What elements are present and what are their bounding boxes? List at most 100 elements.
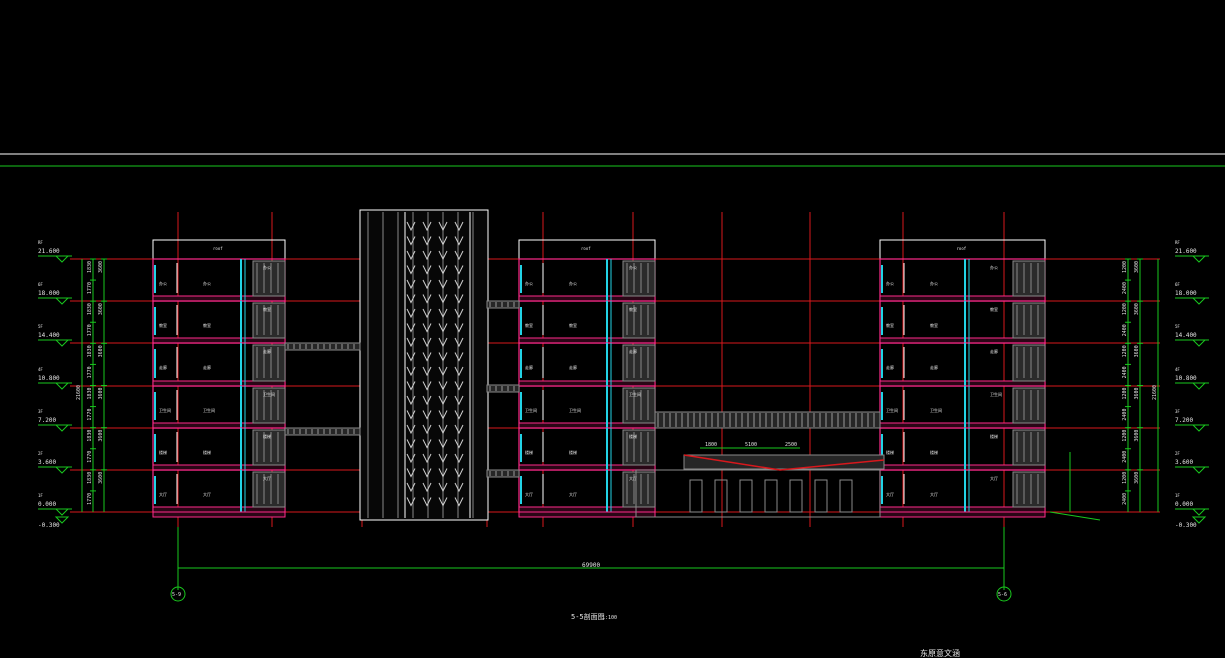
dim-chain-right-a-text: 2400: [1122, 324, 1128, 336]
room-label: 走廊: [159, 364, 167, 370]
room-label: 办公: [990, 264, 998, 270]
dim-chain-right-b-text: 3600: [1134, 303, 1140, 315]
dim-chain-left-a-text: 1830: [87, 261, 93, 273]
elev-triangle: [1191, 508, 1207, 516]
room-label: 走廊: [569, 364, 577, 370]
room-label: 走廊: [203, 364, 211, 370]
elev-value: 3.600: [38, 459, 56, 466]
dim-chain-right-a-text: 2400: [1122, 409, 1128, 421]
elev-triangle: [1191, 339, 1207, 347]
tower-glass-mark: [454, 453, 464, 464]
podium-bay: [789, 479, 803, 513]
tower-glass-mark: [454, 381, 464, 391]
podium-bay: [839, 479, 853, 513]
stair-core: [252, 429, 286, 466]
floor-slab: [879, 295, 1046, 302]
stair-core: [622, 387, 656, 424]
tower-glass-mark: [422, 497, 432, 507]
room-label: 楼梯: [990, 433, 998, 439]
tower-glass-mark: [406, 308, 416, 319]
tower-glass-mark: [422, 424, 432, 435]
tower-glass-mark: [438, 323, 448, 333]
tower-glass-mark: [438, 424, 448, 435]
stair-core: [252, 387, 286, 424]
roof-label: roof: [213, 246, 223, 251]
room-label: 办公: [159, 280, 167, 286]
tower-glass-mark: [454, 482, 464, 493]
room-label: 教室: [263, 306, 271, 312]
tower-glass-mark: [438, 308, 448, 319]
floor-slab: [879, 380, 1046, 387]
tower-glass-mark: [422, 279, 432, 290]
tower-glass-mark: [454, 221, 464, 232]
room-label: 办公: [629, 264, 637, 270]
tower-glass-mark: [454, 439, 464, 449]
tower-glass-mark: [422, 453, 432, 464]
room-label: 卫生间: [886, 407, 898, 413]
room-label: 楼梯: [263, 433, 271, 439]
elev-floor: 4F: [1175, 367, 1180, 372]
stair-core: [622, 429, 656, 466]
tower-glass-mark: [438, 352, 448, 362]
room-label: 大厅: [886, 491, 894, 497]
bridge: [486, 300, 520, 309]
roof-label: roof: [957, 246, 967, 251]
floor-slab: [518, 295, 656, 302]
podium-ramp: [683, 454, 885, 470]
floor-slab: [152, 337, 286, 344]
section-title: 5-5剖面图: [571, 612, 605, 621]
room-label: 卫生间: [525, 407, 537, 413]
tower-glass-mark: [454, 410, 464, 420]
room-label: 教室: [525, 322, 533, 328]
tower-glass-mark: [438, 236, 448, 246]
elev-floor: RF: [1175, 240, 1180, 245]
dim-chain-right-a-text: 2400: [1122, 493, 1128, 505]
room-label: 教室: [886, 322, 894, 328]
center-dim-label: 1800: [705, 442, 717, 448]
floor-slab: [152, 422, 286, 429]
room-label: 大厅: [629, 475, 637, 481]
section-scale: 1:100: [602, 615, 617, 621]
dim-chain-left-a-text: 1830: [87, 387, 93, 399]
axis-bubble-right-label: 5-6: [998, 592, 1007, 598]
room-label: 卫生间: [159, 407, 171, 413]
bridge: [486, 384, 520, 393]
tower-glass-mark: [406, 294, 416, 304]
dim-chain-left-a-text: 1770: [87, 409, 93, 421]
tower-glass-mark: [422, 265, 432, 275]
dim-chain-right-b-text: 3600: [1134, 261, 1140, 273]
tower-glass-mark: [454, 468, 464, 478]
dim-chain-left-b-text: 3600: [98, 345, 104, 357]
room-label: 卫生间: [930, 407, 942, 413]
elev-triangle: [1191, 382, 1207, 390]
stair-core: [1012, 429, 1046, 466]
tower-glass-mark: [454, 497, 464, 507]
room-label: 大厅: [263, 475, 271, 481]
tower-glass-mark: [438, 337, 448, 348]
tower-glass-mark: [438, 250, 448, 261]
elev-triangle: [54, 255, 70, 263]
ramp-line: [683, 454, 885, 471]
floor-slab: [879, 464, 1046, 471]
stair-core: [252, 471, 286, 508]
tower-glass-mark: [454, 337, 464, 348]
dim-chain-right-a-text: 2400: [1122, 282, 1128, 294]
tower-glass-mark: [422, 381, 432, 391]
podium: [635, 469, 881, 518]
dim-chain-right-b-text: 3600: [1134, 387, 1140, 399]
tower-glass-mark: [406, 482, 416, 493]
stair-core: [252, 260, 286, 297]
elev-value: 21.600: [38, 248, 60, 255]
tower-glass-mark: [422, 337, 432, 348]
room-label: 楼梯: [886, 449, 894, 455]
bridge: [654, 411, 881, 429]
bridge: [486, 469, 520, 478]
bridge: [284, 342, 361, 351]
axis-bubble: [170, 586, 186, 602]
podium-bay: [689, 479, 703, 513]
room-label: 卫生间: [569, 407, 581, 413]
floor-slab: [518, 380, 656, 387]
tower-glass-mark: [438, 482, 448, 493]
room-label: 走廊: [930, 364, 938, 370]
